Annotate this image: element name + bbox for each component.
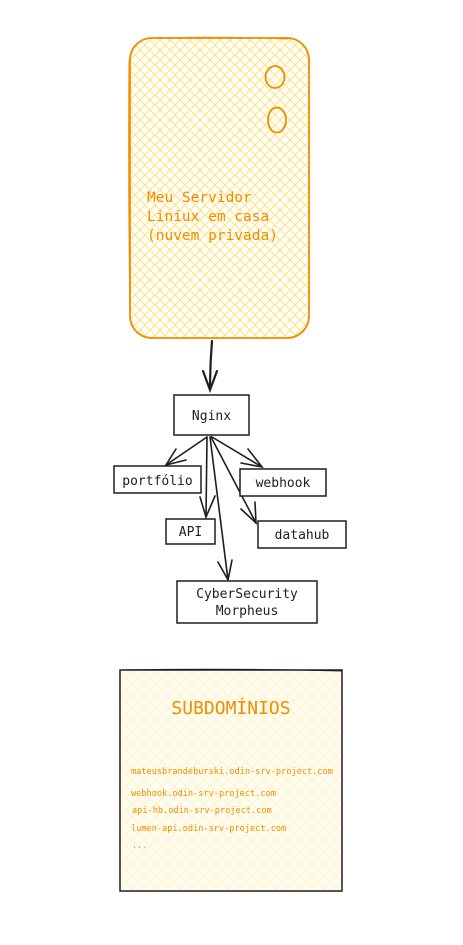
server-device: Meu Servidor Liniux em casa (nuvem priva… <box>128 36 310 339</box>
cybersecurity-label-line2: Morpheus <box>216 604 279 619</box>
datahub-node: datahub <box>257 520 347 549</box>
subdomain-item: lumen-api.odin-srv-project.com <box>131 824 286 834</box>
subdomain-item: ... <box>132 841 148 851</box>
server-label-line: Liniux em casa <box>147 209 269 225</box>
nginx-label: Nginx <box>192 409 231 424</box>
arrow-nginx-portfolio <box>164 436 208 467</box>
arrow-nginx-webhook <box>211 436 264 469</box>
cybersecurity-node: CyberSecurity Morpheus <box>176 580 318 624</box>
webhook-node: webhook <box>239 468 327 497</box>
server-led-icon <box>267 106 287 134</box>
subdomain-item: webhook.odin-srv-project.com <box>131 789 276 799</box>
arrow-nginx-api <box>199 436 216 520</box>
arrow-nginx-cyber <box>209 436 233 583</box>
server-label-line: Meu Servidor <box>147 190 252 206</box>
server-label-line: (nuvem privada) <box>147 228 278 244</box>
webhook-label: webhook <box>256 476 311 491</box>
datahub-label: datahub <box>275 528 330 543</box>
subdomain-item: mateusbrandeburski.odin-srv-project.com <box>131 767 333 777</box>
server-led-icon <box>264 65 286 89</box>
api-label: API <box>179 525 202 540</box>
api-node: API <box>165 518 216 545</box>
portfolio-node: portfólio <box>113 465 202 494</box>
portfolio-label: portfólio <box>122 474 192 489</box>
subdomain-item: api-hb.odin-srv-project.com <box>132 806 272 816</box>
cybersecurity-label-line1: CyberSecurity <box>196 587 298 602</box>
subdomains-note: SUBDOMÍNIOS mateusbrandeburski.odin-srv-… <box>119 668 343 892</box>
arrow-server-nginx <box>201 339 219 394</box>
nginx-node: Nginx <box>173 394 250 436</box>
subdomains-title: SUBDOMÍNIOS <box>171 697 290 719</box>
arrow-nginx-datahub <box>210 436 257 525</box>
